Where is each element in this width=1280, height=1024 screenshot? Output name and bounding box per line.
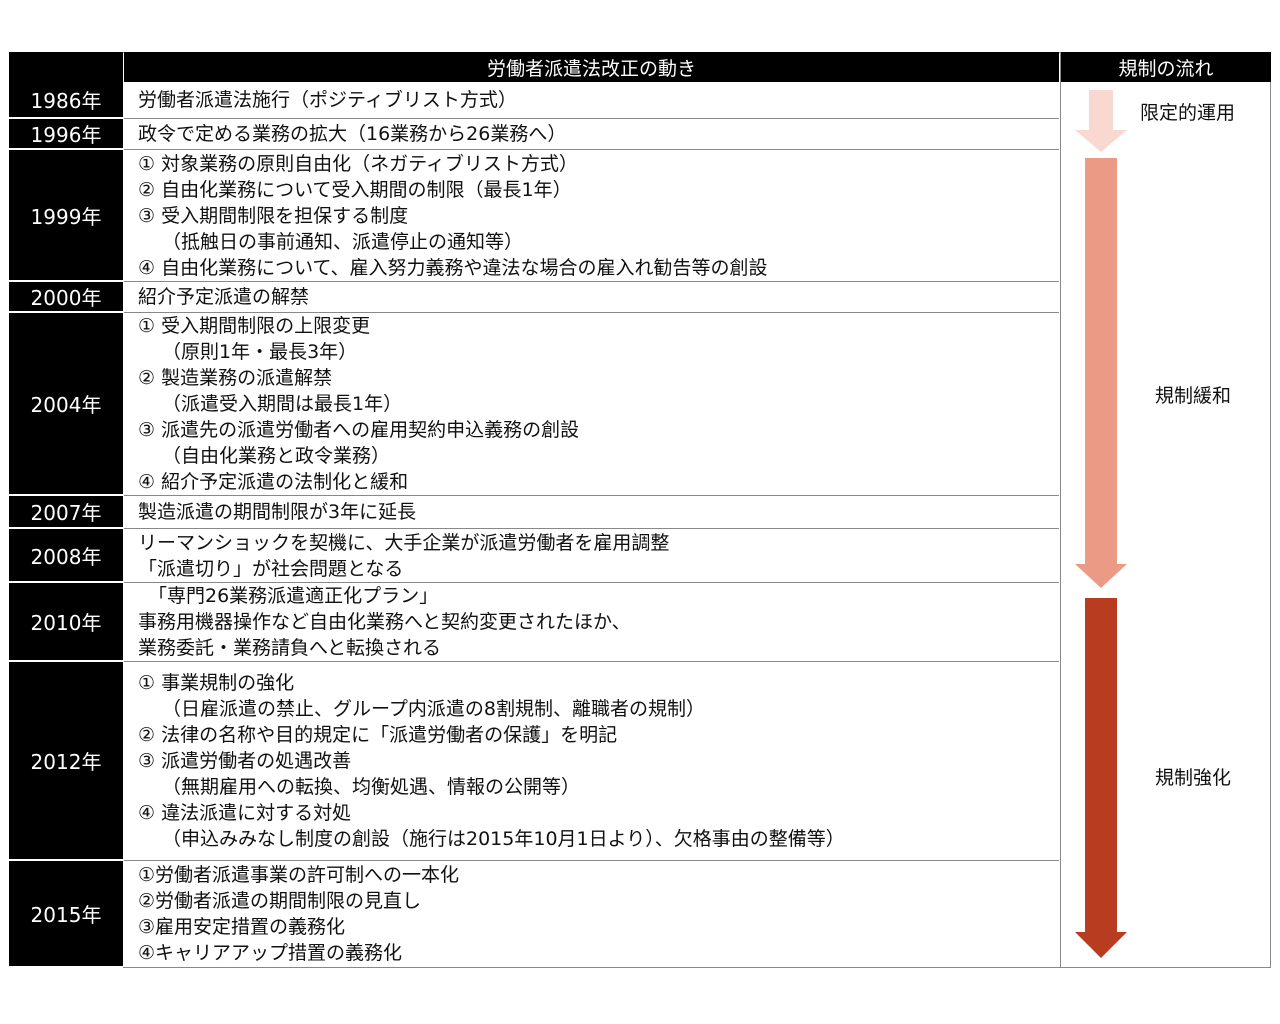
content-line: ④ 違法派遣に対する対処 [138,802,352,824]
content-cell: ① 受入期間制限の上限変更 （原則1年・最長3年） ② 製造業務の派遣解禁 （派遣受入… [124,313,1059,496]
content-cell: ① 対象業務の原則自由化（ネガティブリスト方式） ② 自由化業務について受入期間の… [124,150,1059,282]
content-line: （自由化業務と政令業務） [162,445,391,467]
year-cell: 1999年 [9,150,123,282]
content-line: （原則1年・最長3年） [162,341,358,363]
flow-label-limited-operation: 限定的運用 [1140,102,1236,124]
header-flow: 規制の流れ [1061,52,1271,82]
content-cell: リーマンショックを契機に、大手企業が派遣労働者を雇用調整「派遣切り」が社会問題と… [124,529,1059,583]
content-line: 「専門26業務派遣適正化プラン」 [148,585,439,607]
arrow-deregulation [1075,158,1127,588]
content-cell: ① 事業規制の強化 （日雇派遣の禁止、グループ内派遣の8割規制、離職者の規制） ② … [124,662,1059,861]
content-cell: 紹介予定派遣の解禁 [124,282,1059,313]
content-line: ① 受入期間制限の上限変更 [138,315,371,337]
year-cell: 2000年 [9,282,123,313]
content-cell: ①労働者派遣事業の許可制への一本化 ②労働者派遣の期間制限の見直し ③雇用安定措置の… [124,861,1059,968]
content-line: （申込みみなし制度の創設（施行は2015年10月1日より）、欠格事由の整備等） [162,828,845,850]
year-cell: 2008年 [9,529,123,583]
content-line: ② 法律の名称や目的規定に「派遣労働者の保護」を明記 [138,724,618,746]
year-cell: 2004年 [9,313,123,496]
content-line: 製造派遣の期間制限が3年に延長 [138,501,417,523]
content-line: （無期雇用への転換、均衡処遇、情報の公開等） [162,776,581,798]
column-divider [1060,52,1061,968]
content-line: 「派遣切り」が社会問題となる [138,557,404,580]
content-line: ② 製造業務の派遣解禁 [138,367,333,389]
content-line: ① 対象業務の原則自由化（ネガティブリスト方式） [138,152,578,175]
year-cell: 1986年 [9,82,123,119]
year-cell: 2015年 [9,861,123,968]
content-cell: 政令で定める業務の拡大（16業務から26業務へ） [124,119,1059,150]
content-line: ③ 受入期間制限を担保する制度 [138,204,409,227]
year-cell: 2012年 [9,662,123,861]
content-line: （日雇派遣の禁止、グループ内派遣の8割規制、離職者の規制） [162,698,705,720]
content-line: 政令で定める業務の拡大（16業務から26業務へ） [138,123,567,145]
content-cell: 「専門26業務派遣適正化プラン」事務用機器操作など自由化業務へと契約変更されたほ… [124,583,1059,662]
content-line: （派遣受入期間は最長1年） [162,393,403,415]
content-line: ① 事業規制の強化 [138,672,295,694]
content-line: ③雇用安定措置の義務化 [138,916,346,938]
content-line: ④ 紹介予定派遣の法制化と緩和 [138,471,409,493]
content-line: 労働者派遣法施行（ポジティブリスト方式） [138,89,517,111]
content-line: ③ 派遣労働者の処遇改善 [138,750,352,772]
arrow-limited-operation [1075,90,1127,152]
content-line: ④ 自由化業務について、雇入努力義務や違法な場合の雇入れ勧告等の創設 [138,256,768,279]
content-line: ④キャリアアップ措置の義務化 [138,942,403,964]
year-cell: 2010年 [9,583,123,662]
header-title: 労働者派遣法改正の動き [124,52,1059,82]
content-line: （抵触日の事前通知、派遣停止の通知等） [162,230,524,253]
content-line: 事務用機器操作など自由化業務へと契約変更されたほか、 [138,611,631,633]
header-year-cell [9,52,123,82]
content-line: 業務委託・業務請負へと転換される [138,637,442,659]
content-line: ② 自由化業務について受入期間の制限（最長1年） [138,178,572,201]
year-cell: 2007年 [9,496,123,529]
flow-arrows [1075,90,1127,958]
content-line: ②労働者派遣の期間制限の見直し [138,890,422,912]
flow-label-regulation-strengthening: 規制強化 [1155,767,1232,789]
content-line: ③ 派遣先の派遣労働者への雇用契約申込義務の創設 [138,419,580,441]
content-line: リーマンショックを契機に、大手企業が派遣労働者を雇用調整 [138,531,670,554]
flow-label-deregulation: 規制緩和 [1155,385,1232,407]
content-cell: 製造派遣の期間制限が3年に延長 [124,496,1059,529]
year-cell: 1996年 [9,119,123,150]
content-line: 紹介予定派遣の解禁 [138,286,310,308]
content-line: ①労働者派遣事業の許可制への一本化 [138,864,460,886]
content-cell: 労働者派遣法施行（ポジティブリスト方式） [124,82,1059,119]
arrow-regulation-strengthening [1075,598,1127,958]
